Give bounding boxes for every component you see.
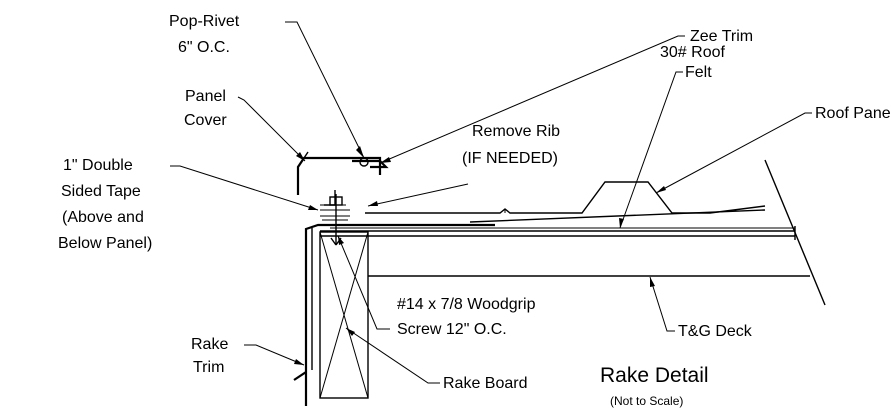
label-tg-deck: T&G Deck xyxy=(678,323,753,340)
rake-board xyxy=(319,231,369,399)
label-screw-line2: Screw 12" O.C. xyxy=(397,321,507,338)
label-rake-trim-line2: Trim xyxy=(193,359,224,376)
label-pop-rivet-line2: 6" O.C. xyxy=(178,39,230,56)
label-tape-line1: 1" Double xyxy=(63,157,133,174)
leader-lines xyxy=(170,21,812,384)
rake-trim xyxy=(293,223,495,406)
label-tape-line4: Below Panel) xyxy=(58,235,152,252)
label-tape-line3: (Above and xyxy=(62,209,144,226)
label-remove-rib-line2: (IF NEEDED) xyxy=(462,150,558,167)
label-rake-board: Rake Board xyxy=(443,375,528,392)
label-roof-felt-line2: Felt xyxy=(685,64,712,81)
label-roof-felt-line1: 30# Roof xyxy=(660,44,725,61)
label-rake-trim-line1: Rake xyxy=(191,336,228,353)
label-zee-trim: Zee Trim xyxy=(690,28,753,45)
label-remove-rib-line1: Remove Rib xyxy=(472,123,560,140)
screw-and-tape xyxy=(320,194,350,246)
label-panel-cover-line2: Cover xyxy=(184,112,227,129)
label-panel-cover-line1: Panel xyxy=(185,88,226,105)
drawing-title: Rake Detail xyxy=(600,364,709,387)
label-tape-line2: Sided Tape xyxy=(61,183,141,200)
tg-deck xyxy=(320,226,810,277)
roof-panel xyxy=(365,159,826,306)
label-screw-line1: #14 x 7/8 Woodgrip xyxy=(397,296,536,313)
label-pop-rivet-line1: Pop-Rivet xyxy=(169,13,240,30)
label-roof-panel: Roof Panel xyxy=(815,105,891,122)
drawing-subtitle: (Not to Scale) xyxy=(610,394,683,408)
